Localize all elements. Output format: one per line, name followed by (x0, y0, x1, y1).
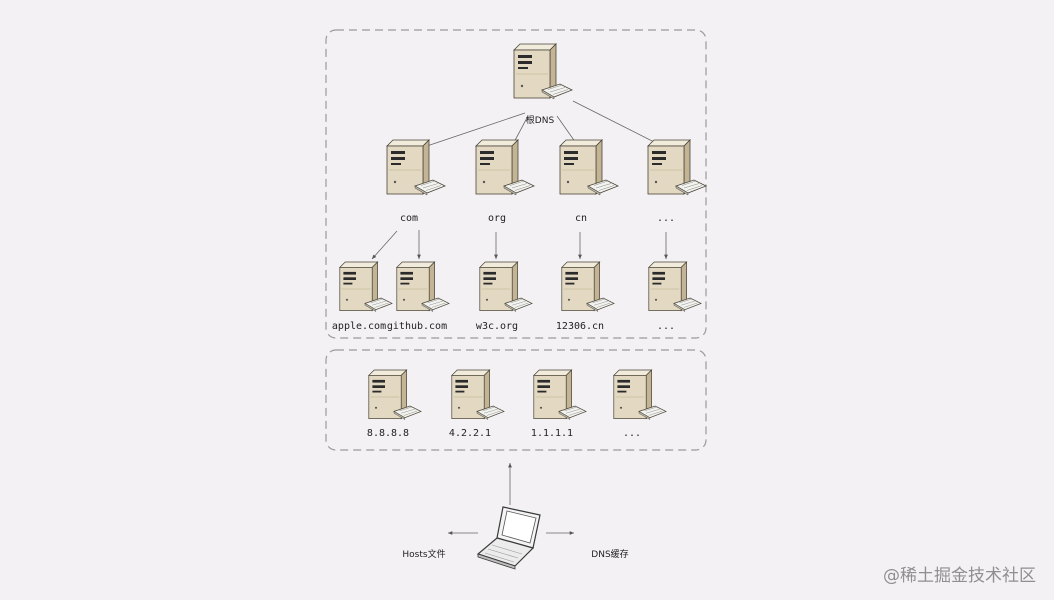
domain-label-apple: apple.com (332, 321, 386, 332)
client-laptop-icon (476, 506, 541, 570)
root-dns-server: 根DNS (513, 43, 573, 126)
resolver-dns-zone (325, 349, 707, 451)
resolver-label-8888: 8.8.8.8 (367, 428, 409, 439)
authoritative-dns-zone (325, 29, 707, 339)
tld-label-cn: cn (575, 213, 587, 224)
tld-label-org: org (488, 213, 506, 224)
dns-cache-label: DNS缓存 (591, 548, 628, 560)
domain-label-github: github.com (387, 321, 447, 332)
resolver-label-4221: 4.2.2.1 (449, 428, 491, 439)
resolver-label-etc: ... (623, 428, 641, 439)
root-dns-label: 根DNS (526, 114, 555, 126)
hosts-file-label: Hosts文件 (402, 548, 445, 560)
edge-com-apple (371, 230, 398, 260)
domain-server-github: github.com (387, 261, 450, 332)
domain-server-12306: 12306.cn (556, 261, 615, 332)
domain-server-w3c: w3c.org (476, 261, 533, 332)
tld-label-com: com (400, 213, 418, 224)
tld-server-etc: ... (647, 139, 707, 224)
resolver-server-etc: ... (613, 369, 667, 439)
domain-server-etc: ... (648, 261, 702, 332)
resolver-label-1111: 1.1.1.1 (531, 428, 573, 439)
domain-label-w3c: w3c.org (476, 321, 518, 332)
tld-server-org: org (475, 139, 535, 224)
tld-server-com: com (386, 139, 446, 224)
resolver-server-1111: 1.1.1.1 (531, 369, 587, 439)
tld-label-etc: ... (657, 213, 675, 224)
edge-root-com (423, 112, 526, 148)
domain-label-etc: ... (657, 321, 675, 332)
watermark: @稀土掘金技术社区 (883, 566, 1036, 586)
domain-label-12306: 12306.cn (556, 321, 604, 332)
resolver-server-4221: 4.2.2.1 (449, 369, 505, 439)
edge-root-etc (572, 100, 663, 147)
domain-server-apple: apple.com (332, 261, 393, 332)
resolver-server-8888: 8.8.8.8 (367, 369, 422, 439)
edges (371, 100, 668, 535)
tld-server-cn: cn (559, 139, 619, 224)
